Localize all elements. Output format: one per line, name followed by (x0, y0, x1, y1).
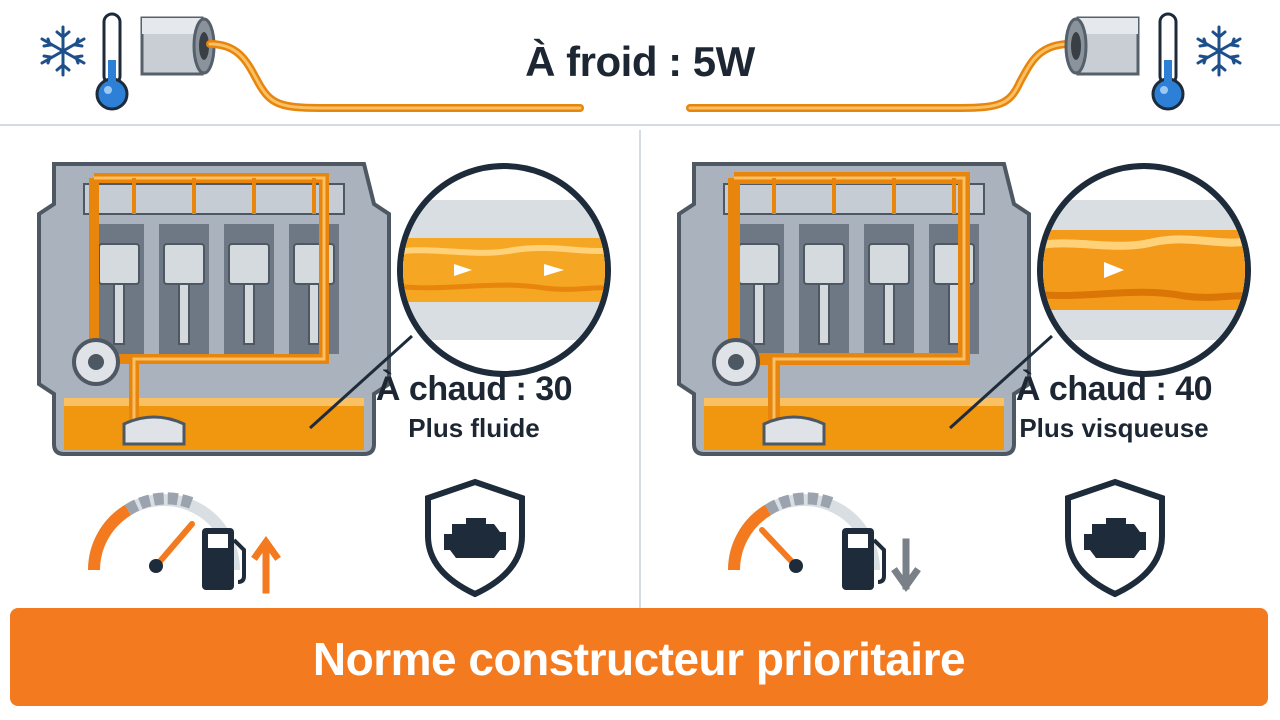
hot-grade-value: À chaud : 30 (375, 370, 573, 408)
oil-flow-magnifier (948, 163, 1251, 430)
hot-grade-label: À chaud : 40 Plus visqueuse (984, 370, 1244, 444)
thermometer-icon (1151, 12, 1185, 111)
hot-grade-label: À chaud : 30 Plus fluide (344, 370, 604, 444)
hot-grade-value: À chaud : 40 (1015, 370, 1213, 408)
engine-cutaway-illustration (677, 162, 1031, 456)
panel-5w40: À chaud : 40 Plus visqueuse (640, 130, 1280, 610)
oil-pipe-icon (140, 16, 216, 76)
snowflake-icon (1196, 25, 1242, 77)
panel-5w30: À chaud : 30 Plus fluide (0, 130, 640, 610)
fuel-gauge-icon (728, 492, 921, 593)
viscosity-property: Plus visqueuse (1019, 413, 1209, 443)
banner-text: Norme constructeur prioritaire (312, 633, 966, 685)
bottom-banner: Norme constructeur prioritaire (10, 608, 1268, 706)
header-divider (0, 124, 1280, 126)
viscosity-property: Plus fluide (408, 413, 540, 443)
engine-protection-shield-icon (425, 478, 525, 598)
panel-divider (639, 130, 641, 608)
oil-pipe-icon (1064, 16, 1140, 76)
thermometer-icon (95, 12, 129, 111)
oil-flow-magnifier (308, 163, 611, 430)
fuel-gauge-icon (88, 492, 281, 594)
page-title: À froid : 5W (525, 38, 755, 85)
snowflake-icon (40, 25, 86, 77)
engine-cutaway-illustration (37, 162, 391, 456)
header-bar: À froid : 5W (0, 0, 1280, 125)
engine-protection-shield-icon (1065, 478, 1165, 598)
oil-stream-left (206, 40, 584, 112)
oil-stream-right (686, 40, 1074, 112)
